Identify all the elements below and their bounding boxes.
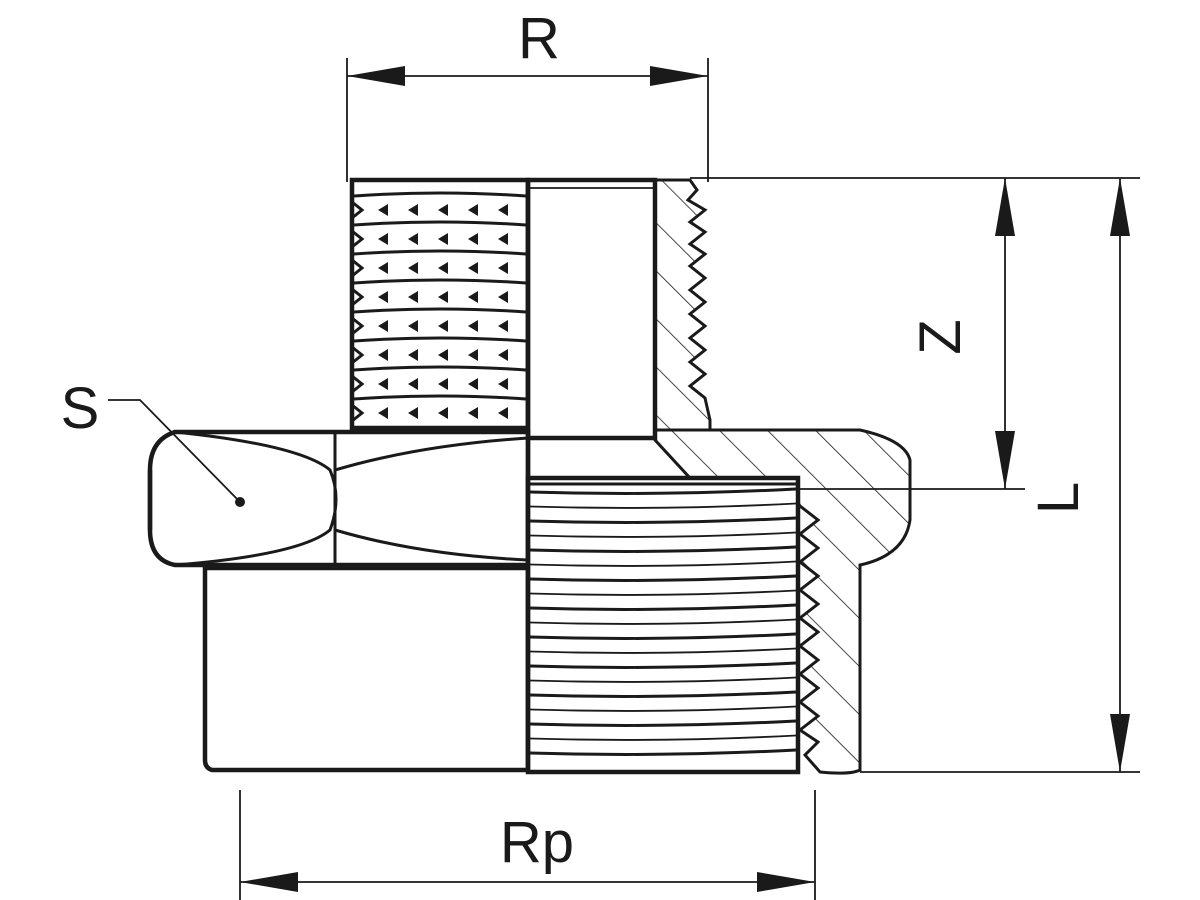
male-thread-edge <box>351 200 365 220</box>
male-thread-crest <box>378 204 388 216</box>
female-thread-line <box>529 502 797 509</box>
male-thread-crest <box>468 349 478 361</box>
leader-S: S <box>61 376 241 503</box>
female-thread-section <box>525 475 801 775</box>
male-thread-crest <box>468 262 478 274</box>
dimension-Z: Z <box>690 177 1140 490</box>
male-thread-line <box>353 220 527 227</box>
male-thread-crest <box>438 378 448 390</box>
male-thread-crest <box>408 378 418 390</box>
male-thread-crest <box>408 262 418 274</box>
male-thread-edge <box>351 403 365 423</box>
male-thread-crest <box>468 407 478 419</box>
male-thread-crest <box>438 233 448 245</box>
male-thread-crest <box>378 233 388 245</box>
female-thread-line <box>529 647 797 654</box>
female-thread-line <box>529 560 797 567</box>
male-thread-crest <box>498 378 508 390</box>
male-thread-crest <box>468 320 478 332</box>
male-spigot-inner-face <box>525 177 658 441</box>
female-thread-line <box>529 589 797 596</box>
male-thread-crest <box>468 291 478 303</box>
male-thread-crest <box>498 291 508 303</box>
male-thread-crest <box>378 349 388 361</box>
male-thread-crest <box>378 378 388 390</box>
male-thread-edge <box>351 374 365 394</box>
male-thread-crest <box>498 349 508 361</box>
male-thread-crests <box>351 191 527 423</box>
male-thread-line <box>353 278 527 285</box>
male-thread-line <box>353 307 527 314</box>
male-thread-edge <box>351 345 365 365</box>
female-thread-line <box>529 632 797 640</box>
dimension-R: R <box>346 6 709 182</box>
male-thread-line <box>353 191 527 198</box>
male-thread-crest <box>468 233 478 245</box>
label-Rp: Rp <box>500 810 574 875</box>
male-thread-crest <box>378 291 388 303</box>
male-thread-crest <box>498 407 508 419</box>
male-thread-crest <box>378 407 388 419</box>
female-thread-line <box>529 516 797 524</box>
label-Z: Z <box>908 319 973 354</box>
male-thread-edge <box>351 258 365 278</box>
male-thread-line <box>353 365 527 372</box>
male-thread-crest <box>378 320 388 332</box>
female-thread-line <box>529 719 797 727</box>
male-thread-edge <box>351 229 365 249</box>
female-thread-line <box>529 734 797 741</box>
female-thread-line <box>529 676 797 683</box>
male-thread-crest <box>438 349 448 361</box>
female-thread-line <box>529 705 797 712</box>
male-thread-edge <box>351 287 365 307</box>
male-thread-crest <box>438 262 448 274</box>
male-thread-crest <box>438 320 448 332</box>
male-thread-crest <box>498 262 508 274</box>
socket-exterior <box>202 565 531 773</box>
male-thread-crest <box>408 291 418 303</box>
female-thread-line <box>529 603 797 611</box>
male-thread-crest <box>468 378 478 390</box>
female-thread-line <box>529 618 797 625</box>
female-thread-line <box>529 690 797 698</box>
male-thread-crest <box>408 349 418 361</box>
male-thread-crest <box>408 407 418 419</box>
male-thread-crest <box>498 204 508 216</box>
male-thread-line <box>353 249 527 256</box>
male-thread-crest <box>408 320 418 332</box>
female-thread-line <box>529 545 797 553</box>
hatched-section-upper <box>653 178 712 432</box>
female-thread-lines <box>529 482 797 756</box>
female-thread-line <box>529 487 797 495</box>
male-thread-crest <box>378 262 388 274</box>
male-thread-crest <box>438 291 448 303</box>
male-thread-crest <box>438 204 448 216</box>
dimension-Rp: Rp <box>239 790 816 900</box>
male-thread-crest <box>438 407 448 419</box>
label-S: S <box>61 376 100 441</box>
hatched-section-body <box>653 428 912 775</box>
dimension-L: L <box>860 178 1140 773</box>
label-L: L <box>1026 482 1091 514</box>
male-thread-crest <box>498 233 508 245</box>
male-thread-crest <box>408 233 418 245</box>
male-thread-crest <box>468 204 478 216</box>
hex-collar <box>147 429 531 568</box>
label-R: R <box>518 6 560 71</box>
male-thread-exterior <box>349 177 531 431</box>
female-thread-line <box>529 661 797 669</box>
female-thread-line <box>529 748 797 756</box>
male-thread-crest <box>498 320 508 332</box>
female-thread-line <box>529 574 797 582</box>
male-thread-edge <box>351 316 365 336</box>
female-thread-line <box>529 531 797 538</box>
male-thread-line <box>353 394 527 401</box>
male-thread-crest <box>408 204 418 216</box>
male-thread-line <box>353 336 527 343</box>
